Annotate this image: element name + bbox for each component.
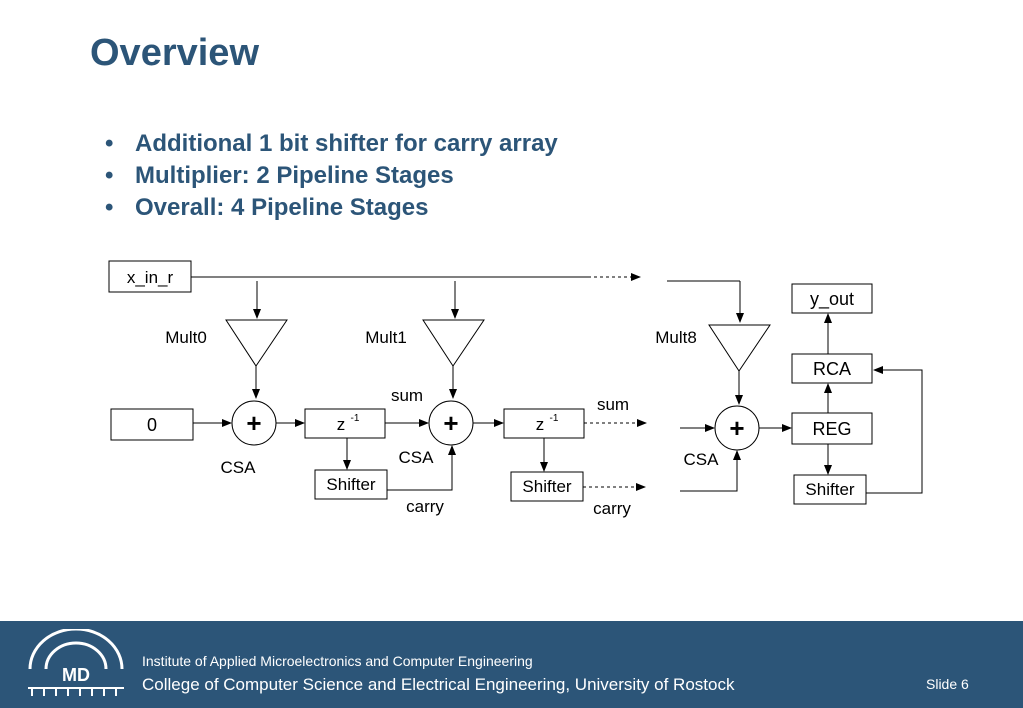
csa-adder-1: + CSA xyxy=(399,400,474,467)
logo-text: MD xyxy=(62,665,90,685)
svg-text:Mult1: Mult1 xyxy=(365,328,407,347)
svg-text:x_in_r: x_in_r xyxy=(127,268,174,287)
svg-text:Shifter: Shifter xyxy=(805,480,854,499)
carry-label: carry xyxy=(406,497,444,516)
delay-box-1: z -1 xyxy=(503,408,585,439)
zero-box: 0 xyxy=(110,408,194,441)
sum-label: sum xyxy=(391,386,423,405)
svg-text:z: z xyxy=(536,415,545,434)
mult-to-adder-links xyxy=(252,366,743,405)
bullet-item: Additional 1 bit shifter for carry array xyxy=(105,128,558,160)
carry-label: carry xyxy=(593,499,631,518)
shifter-box-0: Shifter xyxy=(314,469,388,500)
svg-text:Mult0: Mult0 xyxy=(165,328,207,347)
mult1-triangle: Mult1 xyxy=(365,319,485,367)
bullet-item: Multiplier: 2 Pipeline Stages xyxy=(105,160,558,192)
shifter-box-2: Shifter xyxy=(793,474,867,505)
svg-text:Shifter: Shifter xyxy=(522,477,571,496)
y-out-box: y_out xyxy=(791,283,873,314)
svg-text:-1: -1 xyxy=(351,413,360,424)
pipeline-diagram: x_in_r 0 Mult0 Mult1 Mult8 + CSA + CSA +… xyxy=(108,260,923,518)
svg-text:z: z xyxy=(337,415,346,434)
slide-title: Overview xyxy=(90,32,259,74)
institute-logo: MD xyxy=(28,629,124,696)
svg-text:CSA: CSA xyxy=(221,458,257,477)
csa-adder-8: + CSA xyxy=(684,405,760,469)
svg-text:+: + xyxy=(443,408,458,438)
svg-text:+: + xyxy=(246,408,261,438)
svg-text:CSA: CSA xyxy=(399,448,435,467)
datapath-wires xyxy=(193,313,923,494)
bullet-item: Overall: 4 Pipeline Stages xyxy=(105,192,558,224)
footer-college: College of Computer Science and Electric… xyxy=(142,675,735,694)
footer-bar: MD Institute of Applied Microelectronics… xyxy=(0,621,1023,708)
svg-text:Mult8: Mult8 xyxy=(655,328,697,347)
svg-text:y_out: y_out xyxy=(810,289,854,310)
mult8-triangle: Mult8 xyxy=(655,324,771,372)
delay-box-0: z -1 xyxy=(304,408,386,439)
svg-text:0: 0 xyxy=(147,415,157,435)
svg-text:REG: REG xyxy=(812,419,851,439)
mult0-triangle: Mult0 xyxy=(165,319,288,367)
slide-number: Slide 6 xyxy=(926,676,969,692)
sum-label: sum xyxy=(597,395,629,414)
svg-text:RCA: RCA xyxy=(813,359,851,379)
svg-text:CSA: CSA xyxy=(684,450,720,469)
csa-adder-0: + CSA xyxy=(221,400,277,477)
footer-institute: Institute of Applied Microelectronics an… xyxy=(142,653,533,669)
input-bus xyxy=(191,273,744,323)
shifter-box-1: Shifter xyxy=(510,471,584,502)
svg-text:+: + xyxy=(729,413,744,443)
input-box: x_in_r xyxy=(108,260,192,293)
rca-box: RCA xyxy=(791,353,873,384)
svg-text:-1: -1 xyxy=(550,413,559,424)
svg-text:Shifter: Shifter xyxy=(326,475,375,494)
bullet-list: Additional 1 bit shifter for carry array… xyxy=(105,128,558,224)
reg-box: REG xyxy=(791,412,873,445)
